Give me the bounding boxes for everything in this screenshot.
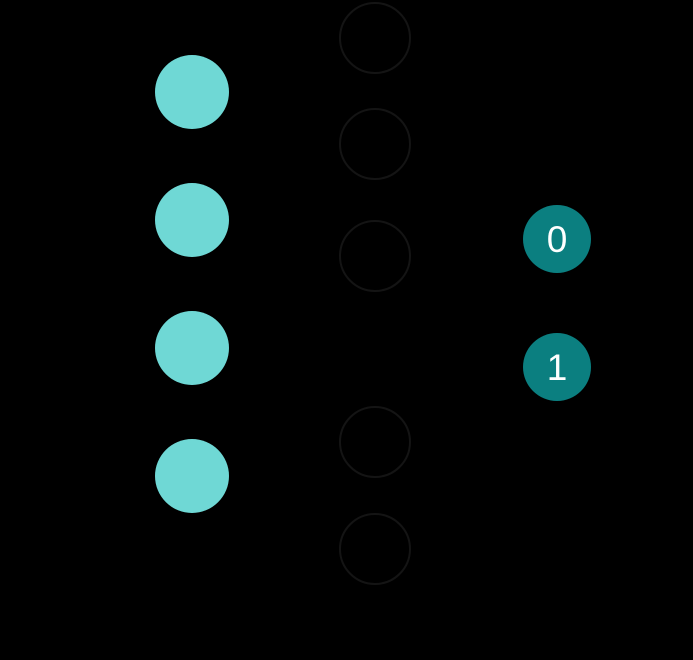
hidden-layer-node-4[interactable] [339, 513, 411, 585]
output-layer-node-0-label: 0 [546, 218, 568, 260]
output-layer-node-0[interactable]: 0 [523, 205, 591, 273]
output-layer-node-1-label: 1 [546, 346, 568, 388]
input-layer-node-1[interactable] [155, 183, 229, 257]
input-layer-node-3[interactable] [155, 439, 229, 513]
input-layer-node-0[interactable] [155, 55, 229, 129]
hidden-layer-node-1[interactable] [339, 108, 411, 180]
hidden-layer-node-0[interactable] [339, 2, 411, 74]
input-layer-node-2[interactable] [155, 311, 229, 385]
output-layer-node-1[interactable]: 1 [523, 333, 591, 401]
hidden-layer-node-3[interactable] [339, 406, 411, 478]
hidden-layer-node-2[interactable] [339, 220, 411, 292]
